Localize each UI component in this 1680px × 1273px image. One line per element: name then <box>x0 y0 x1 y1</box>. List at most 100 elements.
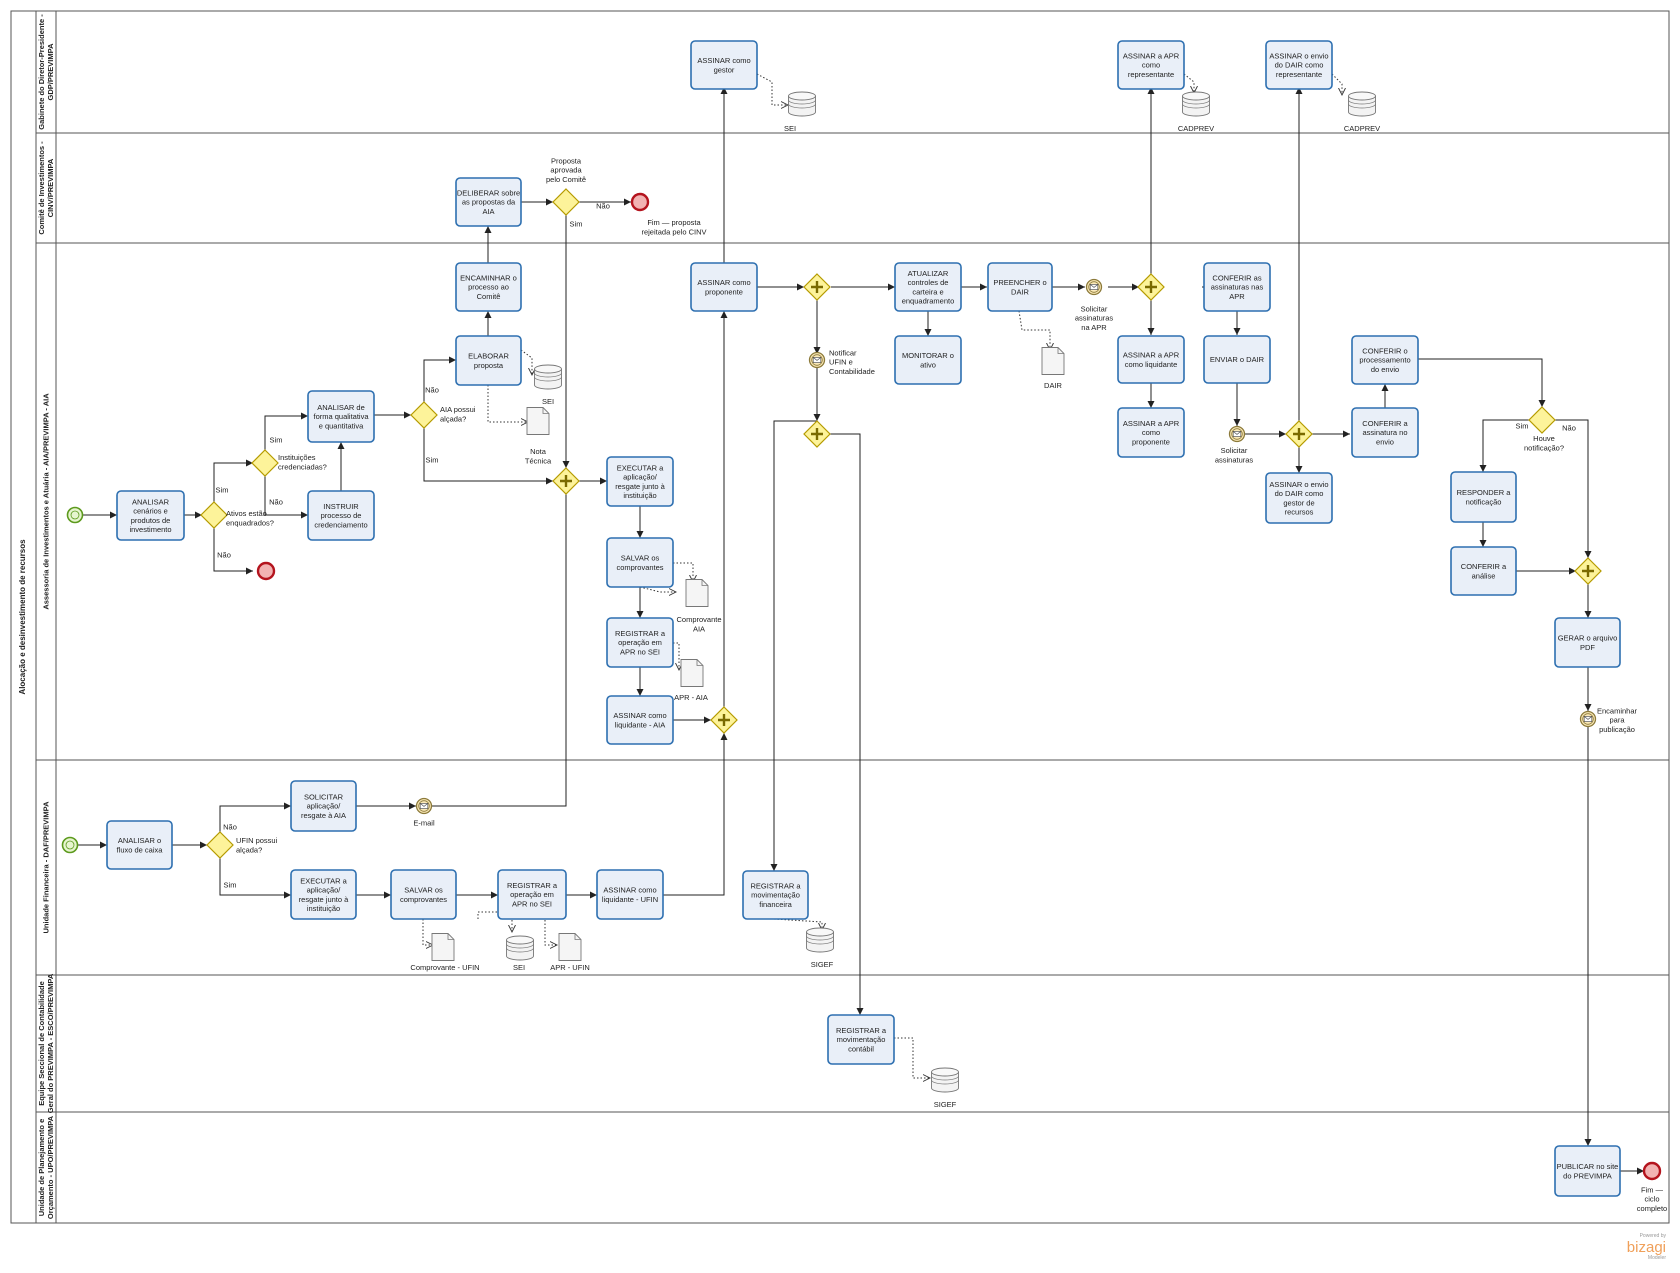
task-box[interactable] <box>987 262 1053 312</box>
task-box[interactable] <box>1117 40 1185 90</box>
task-box[interactable] <box>1351 407 1419 458</box>
parallel-gateway[interactable] <box>1285 420 1313 448</box>
task-box[interactable] <box>290 869 357 920</box>
data-store-icon[interactable]: SIGEF <box>931 1067 959 1109</box>
exclusive-gateway[interactable] <box>1528 406 1556 434</box>
task-box[interactable] <box>1265 40 1333 90</box>
exclusive-gateway[interactable] <box>251 449 279 477</box>
task-box[interactable] <box>455 177 522 227</box>
task-box[interactable] <box>1554 1145 1621 1197</box>
task-box[interactable] <box>106 820 173 870</box>
task-box[interactable] <box>307 390 375 443</box>
task-box[interactable] <box>690 262 758 312</box>
document-icon[interactable]: APR - UFIN <box>550 933 590 973</box>
task-box[interactable] <box>497 869 567 920</box>
parallel-gateway[interactable] <box>803 273 831 301</box>
task-box[interactable] <box>1117 335 1185 384</box>
task-box[interactable] <box>827 1014 895 1065</box>
message-event-icon[interactable] <box>808 351 826 369</box>
task-box[interactable] <box>1265 472 1333 524</box>
parallel-gateway[interactable] <box>710 706 738 734</box>
task-box[interactable] <box>894 335 962 385</box>
parallel-gateway[interactable] <box>1574 557 1602 585</box>
document-icon[interactable]: DAIR <box>1041 347 1065 391</box>
end-event[interactable] <box>1642 1161 1662 1181</box>
task-box[interactable] <box>1351 335 1419 385</box>
data-store-icon[interactable]: SEI <box>534 364 562 406</box>
task-box[interactable] <box>455 335 522 386</box>
task-box[interactable] <box>1450 471 1517 523</box>
task-box[interactable] <box>1554 617 1621 668</box>
parallel-gateway[interactable] <box>1137 273 1165 301</box>
document-icon[interactable]: APR - AIA <box>674 659 708 703</box>
exclusive-gateway[interactable] <box>200 501 228 529</box>
task-box[interactable] <box>742 870 809 920</box>
message-event-icon[interactable] <box>415 797 433 815</box>
exclusive-gateway[interactable] <box>552 188 580 216</box>
task-box[interactable] <box>390 869 457 920</box>
message-event-icon[interactable] <box>1579 710 1597 728</box>
parallel-gateway[interactable] <box>552 467 580 495</box>
data-store-icon[interactable]: SIGEF <box>806 927 834 969</box>
task-box[interactable] <box>606 617 674 668</box>
parallel-gateway[interactable] <box>803 420 831 448</box>
task-box[interactable] <box>1203 335 1271 384</box>
task-box[interactable] <box>894 262 962 312</box>
task-box[interactable] <box>307 490 375 541</box>
task-box[interactable] <box>1117 407 1185 458</box>
end-event[interactable] <box>630 192 650 212</box>
task-box[interactable] <box>690 40 758 90</box>
task-box[interactable] <box>606 695 674 745</box>
task-box[interactable] <box>1450 546 1517 596</box>
task-enviar-dair[interactable]: ENVIAR o DAIR <box>1203 335 1271 384</box>
task-box[interactable] <box>606 537 674 588</box>
task-box[interactable] <box>606 456 674 507</box>
data-store-icon[interactable]: SEI <box>784 91 816 133</box>
message-event-icon[interactable] <box>1228 425 1246 443</box>
exclusive-gateway[interactable] <box>410 401 438 429</box>
task-box[interactable] <box>455 262 522 312</box>
task-box[interactable] <box>596 869 664 920</box>
task-box[interactable] <box>116 490 185 541</box>
exclusive-gateway[interactable] <box>206 831 234 859</box>
start-event[interactable] <box>66 506 84 524</box>
end-event[interactable] <box>256 561 276 581</box>
message-event-icon[interactable] <box>1085 278 1103 296</box>
data-store-icon[interactable]: CADPREV <box>1178 91 1214 133</box>
start-event[interactable] <box>61 836 79 854</box>
task-box[interactable] <box>290 780 357 832</box>
